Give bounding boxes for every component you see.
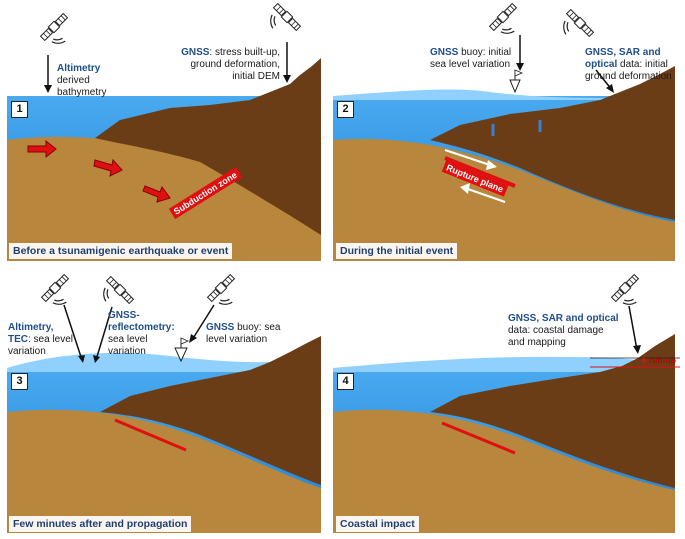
gnss-buoy-variation-label: GNSS buoy: sea level variation [206, 322, 281, 345]
satellite-icon [488, 2, 595, 48]
run-up-label: run-up [649, 355, 676, 365]
panel-4-scene [333, 334, 680, 533]
panel-1-scene [7, 58, 321, 261]
gnss-buoy-initial-label: GNSS buoy: initial sea level variation [430, 47, 512, 70]
gnss-sar-initial-label: GNSS, SAR and optical data: initial grou… [585, 47, 672, 82]
arrow-icon [44, 42, 291, 93]
panel-number-3: 3 [11, 373, 28, 390]
panel-number-4: 4 [337, 373, 354, 390]
satellite-icon [610, 273, 650, 313]
subduction-arrow-1 [27, 139, 171, 203]
panel-2-scene [333, 66, 675, 261]
altimetry-label: Altimetry derived bathymetry [57, 63, 107, 98]
gnss-reflectometry-label: GNSS- reflectometry: sea level variation [108, 310, 175, 357]
buoy-icon [509, 69, 524, 94]
arrow-icon [63, 304, 215, 363]
panel-number-1: 1 [11, 101, 28, 118]
gnss-stress-label: GNSS: stress built-up, ground deformatio… [181, 47, 280, 82]
satellite-icon [40, 273, 246, 315]
buoy-icon [174, 337, 190, 363]
arrow-icon [628, 305, 641, 354]
gnss-sar-coastal-label: GNSS, SAR and optical data: coastal dama… [508, 313, 619, 348]
panel-3-scene [7, 336, 321, 533]
panel-caption-2: During the initial event [336, 243, 458, 259]
panel-caption-3: Few minutes after and propagation [9, 516, 192, 532]
panel-caption-1: Before a tsunamigenic earthquake or even… [9, 243, 233, 259]
panel-caption-4: Coastal impact [336, 516, 419, 532]
altimetry-tec-label: Altimetry, TEC: sea level variation [8, 322, 74, 357]
arrow-icon [516, 35, 614, 93]
satellite-icon [39, 2, 302, 52]
panel-number-2: 2 [337, 101, 354, 118]
